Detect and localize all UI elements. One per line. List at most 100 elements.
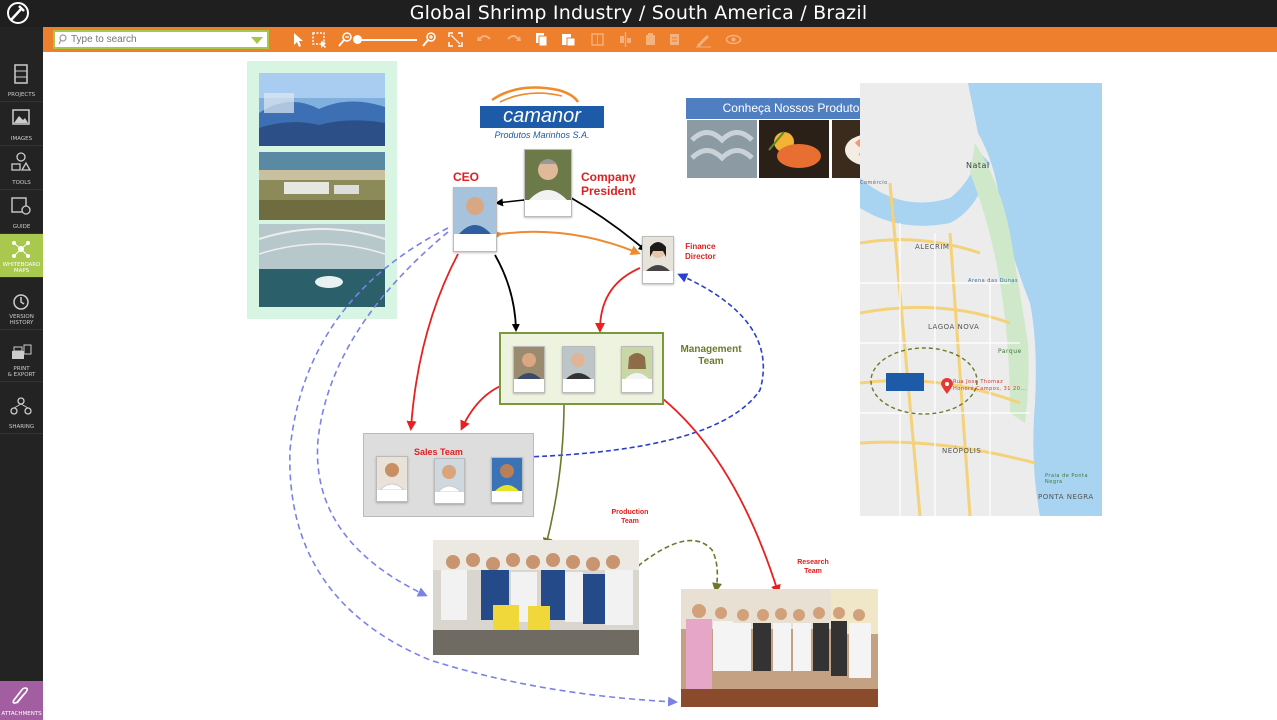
- redo-icon[interactable]: [504, 30, 523, 49]
- president-label-1: Company: [581, 170, 636, 184]
- president-photo: [525, 150, 571, 200]
- products-header: Conheça Nossos Produtos: [686, 98, 902, 119]
- map-label-ponta-negra: PONTA NEGRA: [1038, 493, 1094, 501]
- location-map[interactable]: Natal ALECRIM LAGOA NOVA NEÓPOLIS PONTA …: [860, 83, 1102, 516]
- sales-team-box[interactable]: Sales Team: [363, 433, 534, 517]
- production-label-1: Production: [611, 509, 649, 516]
- edit-icon[interactable]: [694, 30, 713, 49]
- group-icon[interactable]: [588, 30, 607, 49]
- tools-icon: [11, 152, 32, 171]
- sidebar-item-label: PRINT: [13, 366, 30, 372]
- pointer-icon[interactable]: [288, 30, 307, 49]
- farm-pond-photo[interactable]: [259, 224, 385, 307]
- paperclip-icon: [12, 687, 29, 704]
- management-member-card[interactable]: [513, 346, 545, 393]
- map-label-address-2: Honoré Campos, 31 20...: [953, 386, 1027, 392]
- sales-member-card[interactable]: [491, 457, 523, 503]
- sharing-icon: [10, 397, 32, 415]
- product-photo-raw-shrimp[interactable]: [687, 120, 757, 178]
- history-icon: [13, 294, 29, 310]
- sales-member-card[interactable]: [376, 456, 408, 502]
- management-label-1: Management: [680, 344, 742, 355]
- sidebar-item-images[interactable]: IMAGES: [0, 102, 43, 146]
- management-member-card[interactable]: [562, 346, 595, 393]
- printer-icon: [12, 344, 32, 359]
- map-label-alecrim: ALECRIM: [915, 243, 950, 251]
- image-icon: [12, 109, 30, 125]
- ceo-photo: [454, 188, 496, 234]
- ceo-label: CEO: [453, 170, 480, 184]
- farm-photo-panel[interactable]: [247, 61, 397, 319]
- marquee-select-icon[interactable]: [310, 30, 329, 49]
- map-label-praia: Praia de Ponta Negra: [1045, 473, 1089, 485]
- chevron-down-icon[interactable]: [250, 35, 264, 45]
- sidebar-item-label-2: MAPS: [13, 268, 30, 274]
- finance-card[interactable]: [642, 236, 674, 284]
- attachments-button[interactable]: ATTACHMENTS: [0, 681, 43, 720]
- shrimp-logo-icon: [480, 86, 604, 128]
- sidebar-item-label: VERSION: [9, 314, 34, 320]
- sidebar-item-guide[interactable]: GUIDE: [0, 190, 43, 234]
- research-label-1: Research: [797, 559, 829, 566]
- zoom-slider-handle[interactable]: [353, 35, 362, 44]
- president-card[interactable]: [524, 149, 572, 217]
- logo-subtitle: Produtos Marinhos S.A.: [494, 130, 590, 140]
- window-title: Global Shrimp Industry / South America /…: [409, 2, 868, 24]
- farm-aerial-photo[interactable]: [259, 152, 385, 220]
- map-label-parque: Parque: [998, 348, 1022, 355]
- send-back-icon[interactable]: [665, 30, 684, 49]
- bring-front-icon[interactable]: [641, 30, 660, 49]
- zoom-out-icon[interactable]: [336, 30, 355, 49]
- app-logo-icon[interactable]: [4, 0, 31, 27]
- sidebar-item-tools[interactable]: TOOLS: [0, 146, 43, 190]
- visibility-icon[interactable]: [724, 30, 743, 49]
- sidebar-item-sharing[interactable]: SHARING: [0, 390, 43, 434]
- production-label-2: Team: [621, 518, 639, 525]
- undo-icon[interactable]: [475, 30, 494, 49]
- paste-icon[interactable]: [559, 30, 578, 49]
- sales-member-card[interactable]: [434, 458, 465, 504]
- map-label-comercio: Comércio: [860, 180, 888, 186]
- farm-greenhouse-photo[interactable]: [259, 73, 385, 146]
- finance-label-1: Finance: [685, 242, 716, 251]
- production-team-photo[interactable]: [433, 540, 639, 655]
- sidebar-item-label: SHARING: [8, 424, 35, 430]
- search-box[interactable]: [53, 30, 269, 49]
- map-label-neopolis: NEÓPOLIS: [942, 447, 982, 455]
- search-icon: [58, 34, 67, 45]
- logo-name: camanor: [503, 105, 581, 127]
- mind-map-icon: [12, 241, 30, 258]
- product-photo-cooked-shrimp[interactable]: [759, 120, 829, 178]
- sidebar-item-print-export[interactable]: PRINT& EXPORT: [0, 338, 43, 382]
- map-label-natal: Natal: [966, 161, 990, 170]
- map-label-arena: Arena das Dunas: [968, 278, 1019, 284]
- sidebar-item-label-2: & EXPORT: [7, 372, 36, 378]
- management-team-box[interactable]: [499, 332, 664, 405]
- sidebar-item-label: PROJECTS: [7, 92, 36, 98]
- zoom-in-icon[interactable]: [420, 30, 439, 49]
- management-label-2: Team: [698, 356, 724, 367]
- zoom-slider[interactable]: [353, 35, 417, 44]
- map-pin-icon[interactable]: [941, 378, 953, 394]
- align-icon[interactable]: [616, 30, 635, 49]
- toolbar: [43, 27, 1277, 52]
- ceo-card[interactable]: [453, 187, 497, 252]
- copy-icon[interactable]: [532, 30, 551, 49]
- sidebar-item-label-2: HISTORY: [9, 320, 34, 326]
- research-team-photo[interactable]: [681, 589, 878, 707]
- fit-to-screen-icon[interactable]: [446, 30, 465, 49]
- management-member-card[interactable]: [621, 346, 653, 393]
- search-input[interactable]: [71, 32, 251, 47]
- attachments-label: ATTACHMENTS: [1, 711, 42, 717]
- camanor-logo[interactable]: camanor Produtos Marinhos S.A.: [478, 82, 606, 142]
- president-label-2: President: [581, 184, 636, 198]
- sidebar-item-projects[interactable]: PROJECTS: [0, 58, 43, 102]
- sidebar-item-label: WHITEBOARD: [2, 262, 41, 268]
